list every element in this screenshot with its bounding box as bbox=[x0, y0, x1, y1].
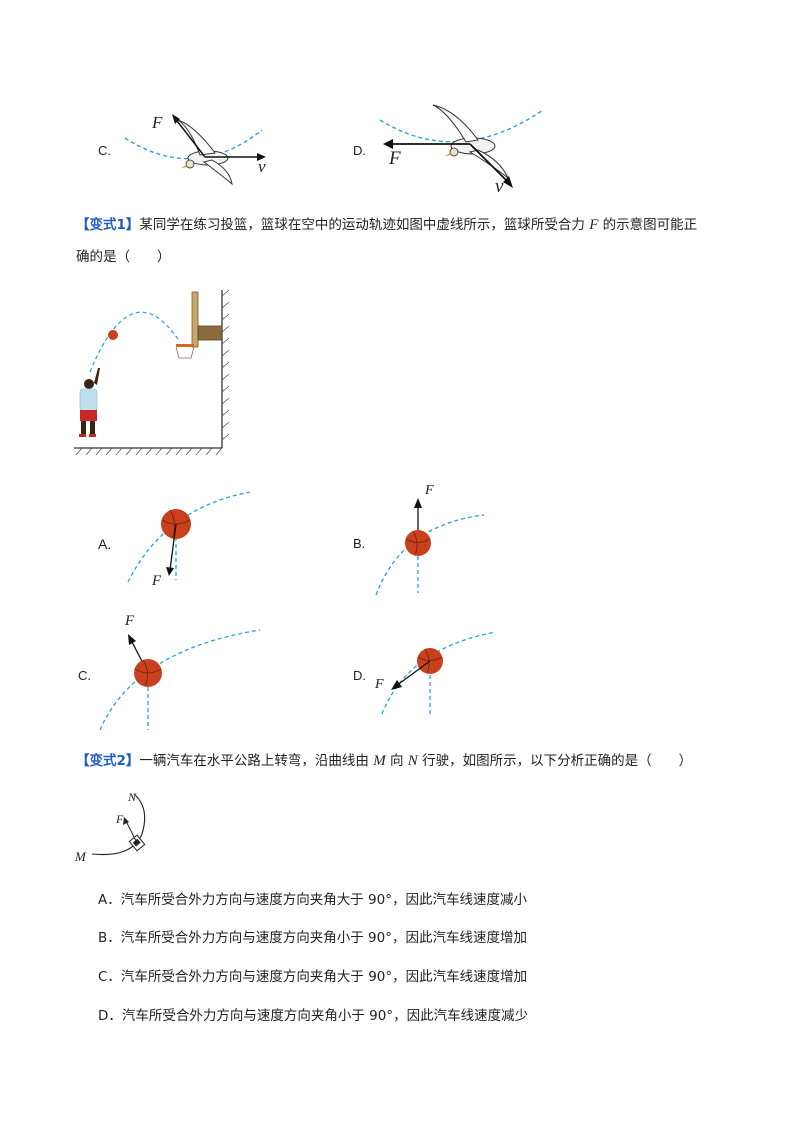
option-c-label: C. bbox=[98, 143, 111, 158]
basketball-icon bbox=[405, 530, 431, 556]
bird-d-force-label: F bbox=[389, 148, 401, 169]
bird-c-force-label: F bbox=[152, 113, 163, 132]
car-curve-figure bbox=[91, 793, 146, 856]
basketball-icon bbox=[108, 330, 118, 340]
basketball-court-figure bbox=[74, 289, 230, 456]
hoop-rim bbox=[176, 344, 194, 347]
variant1-option-c-figure bbox=[99, 629, 261, 731]
variant1-option-d-label: D. bbox=[353, 668, 366, 683]
backboard bbox=[191, 291, 199, 348]
option-d-label: D. bbox=[353, 143, 366, 158]
variant1-question-line1: 【变式1】某同学在练习投篮，篮球在空中的运动轨迹如图中虚线所示，篮球所受合力 F… bbox=[76, 217, 698, 233]
trajectory-curve bbox=[89, 311, 181, 373]
variant2-choice-b: B．汽车所受合外力方向与速度方向夹角小于 90°，因此汽车线速度增加 bbox=[98, 930, 527, 946]
bird-figure-c bbox=[124, 114, 266, 186]
variant1-option-d-figure bbox=[381, 631, 497, 715]
variant1-option-a-figure bbox=[127, 491, 251, 583]
variant1-a-force-label: F bbox=[152, 573, 162, 589]
variant1-tag: 【变式1】 bbox=[76, 217, 140, 233]
variant2-choice-d: D．汽车所受合外力方向与速度方向夹角小于 90°，因此汽车线速度减少 bbox=[98, 1008, 529, 1024]
variant1-b-force-label: F bbox=[425, 483, 434, 498]
car-figure-f-label: F bbox=[116, 812, 124, 826]
variant1-question-line2: 确的是（ ） bbox=[76, 249, 171, 265]
variant2-choice-c: C．汽车所受合外力方向与速度方向夹角大于 90°，因此汽车线速度增加 bbox=[98, 969, 528, 985]
variant1-c-force-label: F bbox=[125, 613, 135, 629]
variant2-tag: 【变式2】 bbox=[76, 753, 140, 769]
bird-d-velocity-label: v bbox=[495, 176, 504, 197]
car-figure-n-label: N bbox=[128, 790, 137, 804]
variant2-question: 【变式2】一辆汽车在水平公路上转弯，沿曲线由 M 向 N 行驶，如图所示，以下分… bbox=[76, 753, 693, 769]
bird-figure-d bbox=[379, 104, 544, 188]
variant1-option-b-label: B. bbox=[353, 536, 366, 551]
variant2-choice-a: A．汽车所受合外力方向与速度方向夹角大于 90°，因此汽车线速度减小 bbox=[98, 892, 527, 908]
bird-icon bbox=[432, 104, 509, 179]
bird-c-velocity-label: v bbox=[258, 157, 266, 176]
player-icon bbox=[79, 368, 100, 437]
variant1-d-force-label: F bbox=[375, 677, 384, 692]
bird-icon bbox=[177, 119, 233, 186]
car-figure-m-label: M bbox=[75, 849, 86, 864]
variant1-option-c-label: C. bbox=[78, 668, 91, 683]
variant1-option-a-label: A. bbox=[98, 536, 112, 552]
variant1-option-b-figure bbox=[375, 498, 485, 596]
